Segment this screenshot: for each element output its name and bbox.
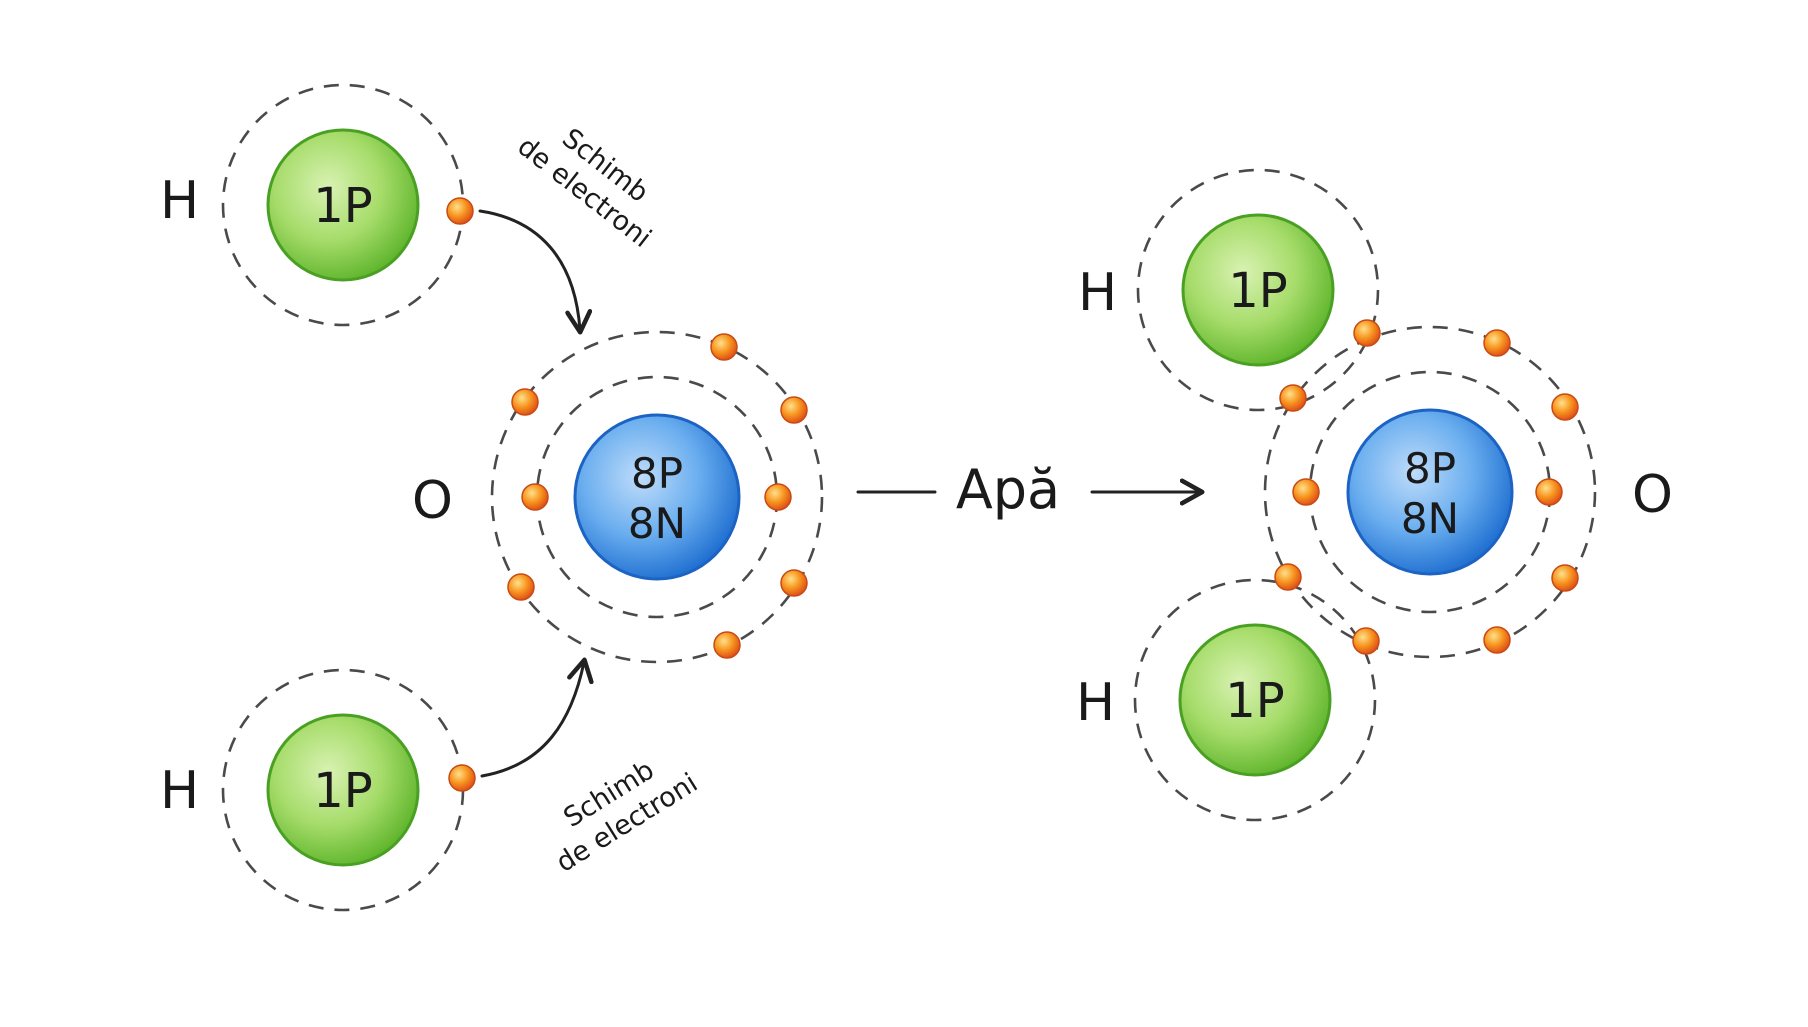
electron xyxy=(710,333,738,361)
hydrogen-atom-bottom-left: 1P H xyxy=(160,668,476,912)
atom-symbol: O xyxy=(1632,465,1673,525)
electron xyxy=(780,569,808,597)
hydrogen-atom-top-left: 1P H xyxy=(160,83,474,327)
water-electrons xyxy=(1274,319,1579,655)
electron xyxy=(521,483,549,511)
electron xyxy=(1535,478,1563,506)
electron-shell xyxy=(1133,578,1377,822)
nucleus-label: 1P xyxy=(1225,673,1284,729)
shared-electron xyxy=(1279,384,1307,412)
electron xyxy=(1483,626,1511,654)
hydrogen-atom-bottom-right: 1P H xyxy=(1076,578,1377,822)
oxygen-nucleus xyxy=(1346,408,1514,576)
nucleus-neutrons: 8N xyxy=(628,499,686,548)
atom-symbol: H xyxy=(160,171,199,231)
hydrogen-nucleus xyxy=(1178,623,1332,777)
outer-electron-shell xyxy=(1263,325,1597,659)
hydrogen-nucleus xyxy=(1181,213,1335,367)
electron xyxy=(764,483,792,511)
exchange-arrow-top xyxy=(478,209,593,335)
atom-symbol: H xyxy=(160,761,199,821)
electron xyxy=(511,388,539,416)
nucleus-protons: 8P xyxy=(1404,444,1456,493)
nucleus-neutrons: 8N xyxy=(1401,494,1459,543)
electron xyxy=(713,631,741,659)
oxygen-atom-left: 8P 8N O xyxy=(412,330,824,664)
nucleus-label: 1P xyxy=(313,178,372,234)
reaction-arrow: Apă xyxy=(856,458,1205,521)
oxygen-atom-right: 8P 8N O xyxy=(1263,325,1673,659)
hydrogen-atom-top-right: 1P H xyxy=(1078,168,1380,412)
atom-symbol: H xyxy=(1076,673,1115,733)
outer-electron-shell xyxy=(490,330,824,664)
electron xyxy=(1292,478,1320,506)
electron xyxy=(1551,564,1579,592)
hydrogen-nucleus xyxy=(266,128,420,282)
exchange-label-top: Schimb de electroni xyxy=(512,123,657,254)
electron xyxy=(780,396,808,424)
shared-electron xyxy=(1352,627,1380,655)
electron xyxy=(507,573,535,601)
reaction-label: Apă xyxy=(956,458,1060,521)
nucleus-label: 1P xyxy=(313,763,372,819)
exchange-label-bottom: Schimb de electroni xyxy=(551,755,703,879)
atom-symbol: H xyxy=(1078,263,1117,323)
exchange-arrow-bottom xyxy=(480,657,594,778)
shared-electron xyxy=(1274,563,1302,591)
electron xyxy=(1483,329,1511,357)
electron xyxy=(446,197,474,225)
shared-electron xyxy=(1353,319,1381,347)
electron xyxy=(448,764,476,792)
nucleus-label: 1P xyxy=(1228,263,1287,319)
oxygen-nucleus xyxy=(573,413,741,581)
electron-shell xyxy=(1136,168,1380,412)
atom-symbol: O xyxy=(412,471,453,531)
nucleus-protons: 8P xyxy=(631,449,683,498)
hydrogen-nucleus xyxy=(266,713,420,867)
electron xyxy=(1551,393,1579,421)
